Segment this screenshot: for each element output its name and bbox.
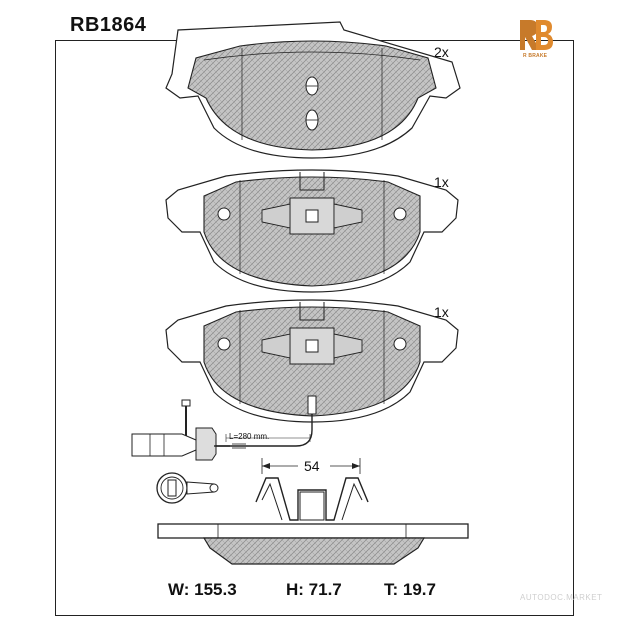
dimension-height: H: 71.7 <box>286 580 342 599</box>
cable-length-label: L=280 mm. <box>229 432 270 441</box>
sensor-plug <box>156 472 219 504</box>
dimension-width: W: 155.3 <box>168 580 237 599</box>
pad-side-profile <box>157 523 469 565</box>
dimension-thickness: T: 19.7 <box>384 580 436 599</box>
quantity-label-pad2: 1x <box>434 174 449 190</box>
quantity-label-pad3: 1x <box>434 304 449 320</box>
quantity-label-pad1: 2x <box>434 44 449 60</box>
brake-pad-outer <box>165 21 461 159</box>
brake-pad-inner <box>165 169 459 293</box>
brake-pad-sensor <box>165 299 459 423</box>
wear-sensor-cable <box>131 399 313 461</box>
clip-width-label: 54 <box>304 458 320 474</box>
anti-rattle-clip <box>255 458 369 521</box>
part-number: RB1864 <box>70 14 147 36</box>
rb-brake-logo <box>520 20 553 50</box>
logo-text: R BRAKE <box>523 53 548 59</box>
watermark: AUTODOC.MARKET <box>520 593 603 602</box>
